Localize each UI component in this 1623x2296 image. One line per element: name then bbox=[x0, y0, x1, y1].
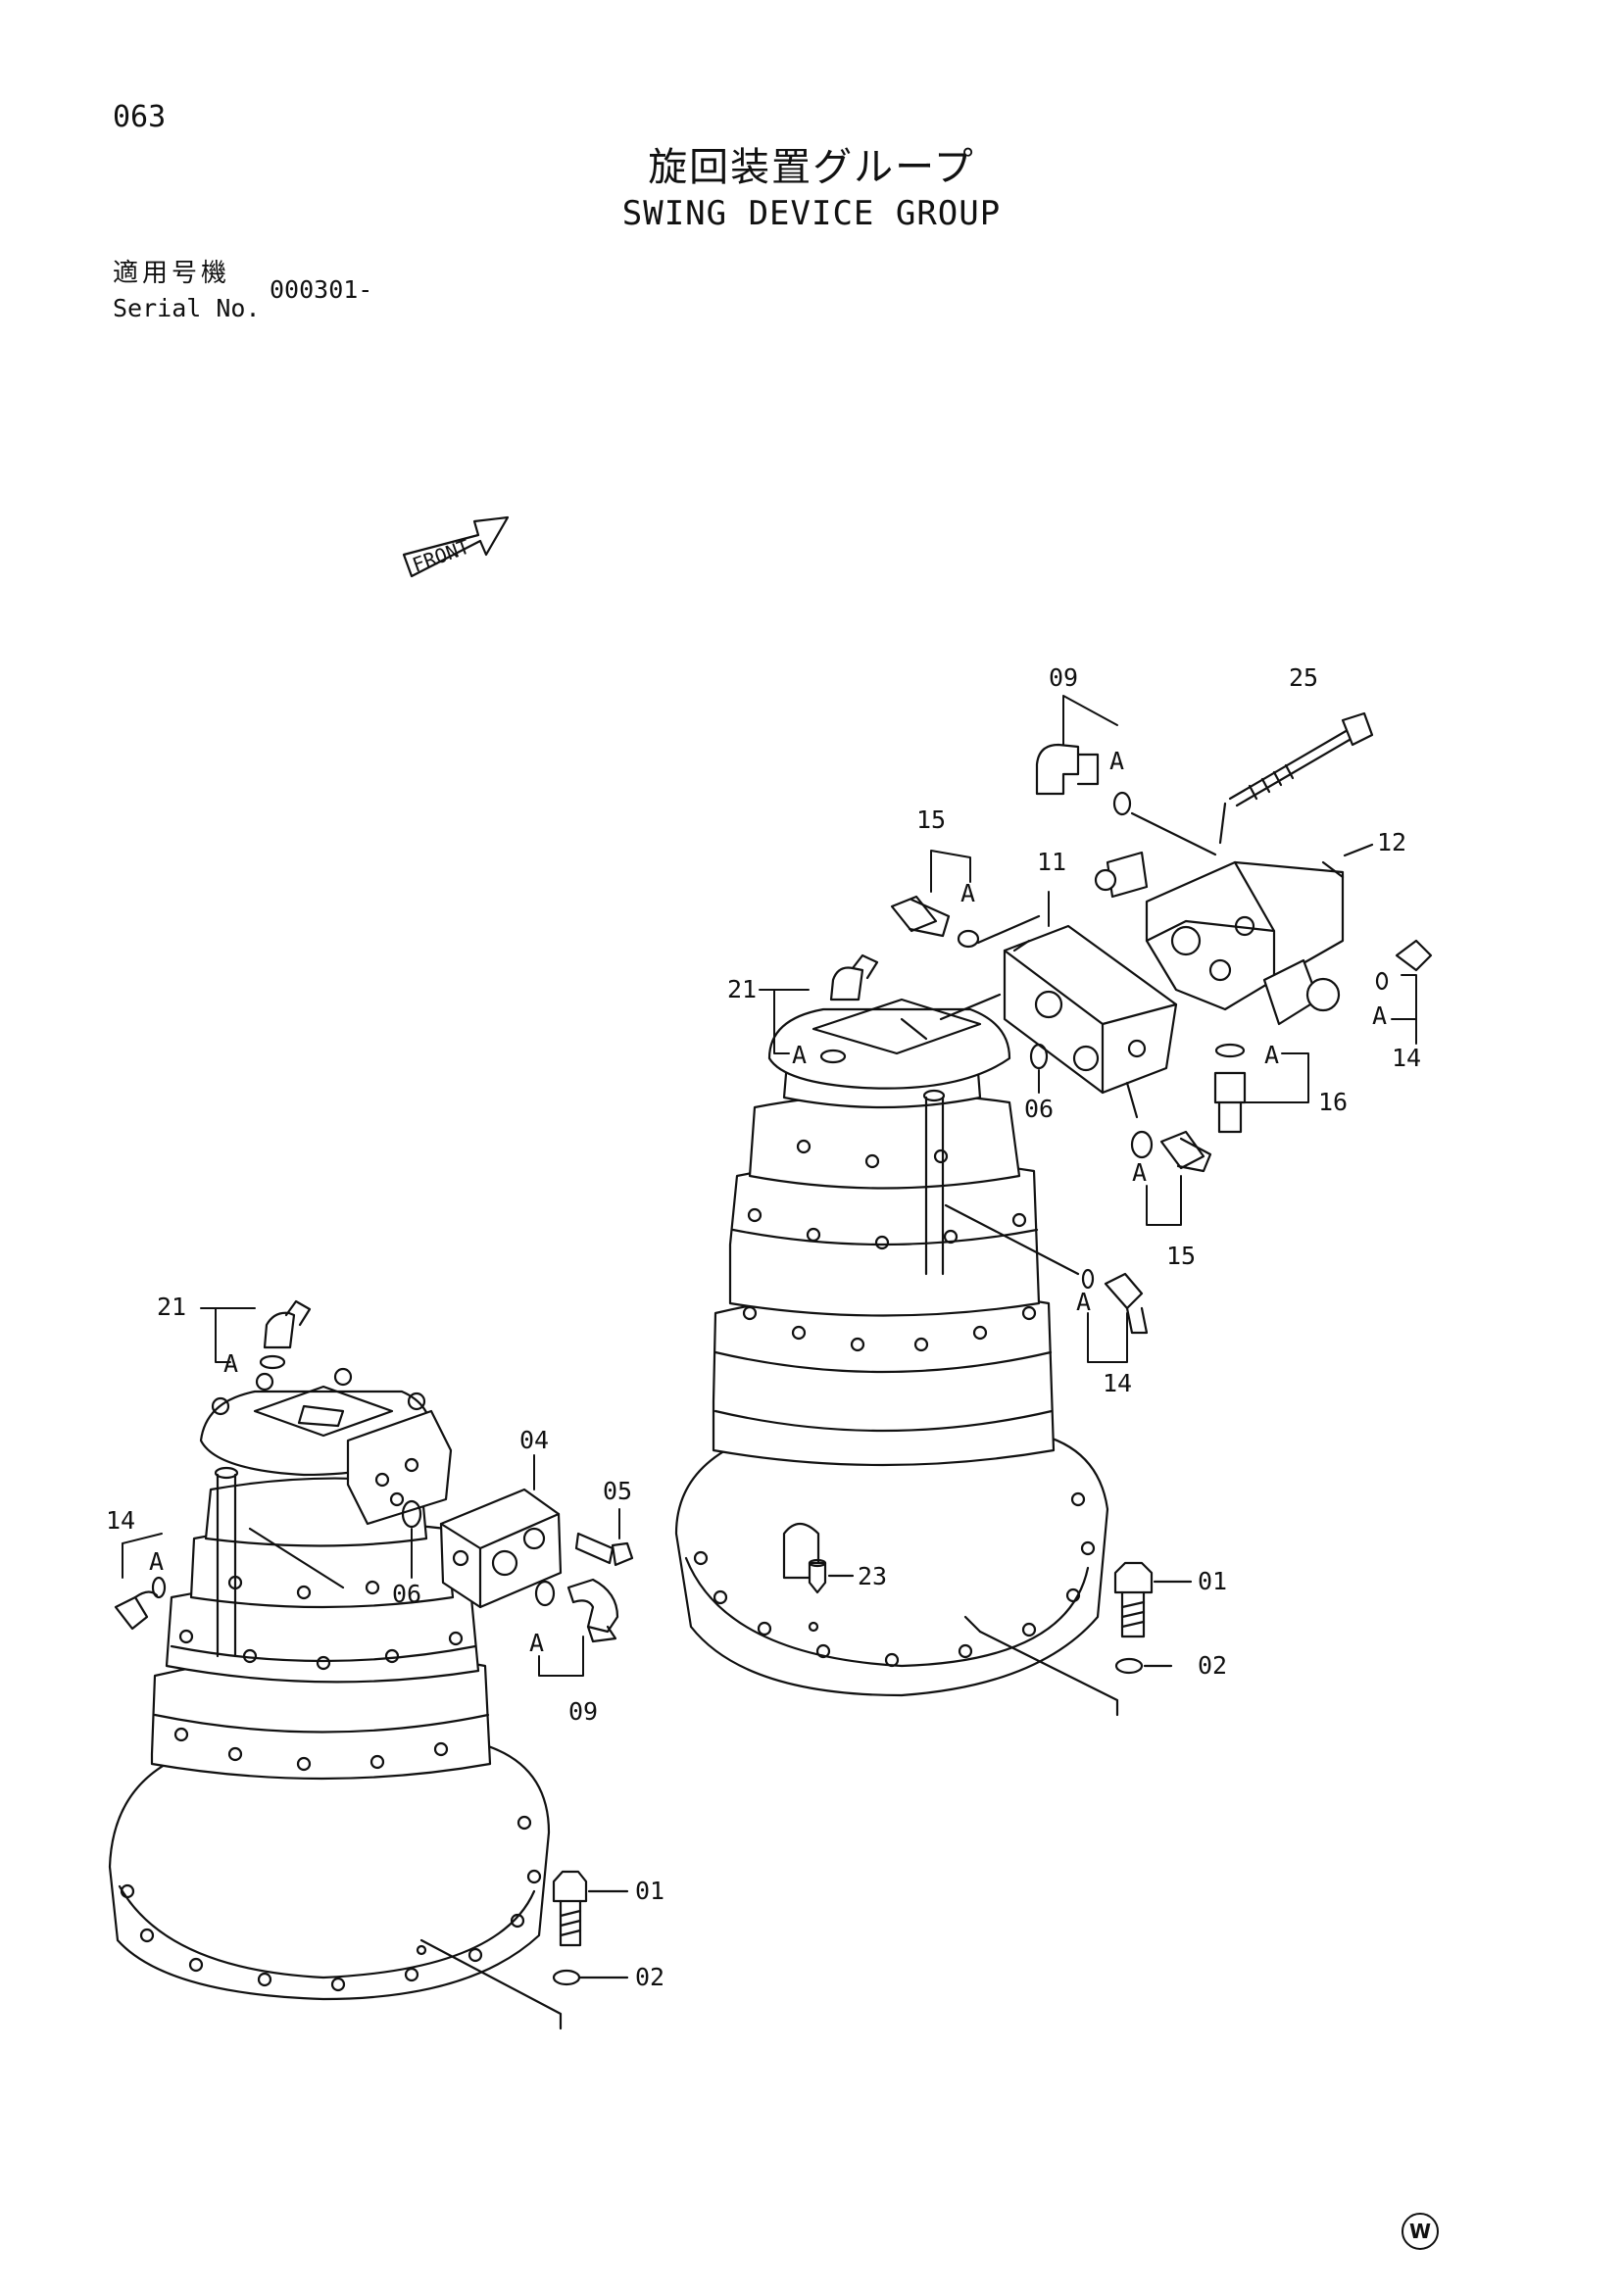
swing-device-left-assembly bbox=[108, 1367, 551, 2001]
part-21-elbow-left bbox=[259, 1299, 312, 1370]
callout-25: 25 bbox=[1289, 663, 1318, 692]
part-11-manifold bbox=[1003, 924, 1178, 1095]
callout-a-14-mid: A bbox=[1076, 1288, 1091, 1316]
page-number: 063 bbox=[113, 100, 167, 134]
callout-21-right: 21 bbox=[727, 975, 757, 1003]
callout-leaders bbox=[122, 695, 1417, 1677]
part-05-bolt bbox=[574, 1532, 634, 1567]
part-06-oring-left bbox=[401, 1499, 422, 1529]
part-14-elbow-left bbox=[114, 1576, 167, 1631]
callout-06-left: 06 bbox=[392, 1580, 421, 1608]
callout-01-left: 01 bbox=[635, 1877, 664, 1905]
part-09-elbow-top bbox=[1035, 743, 1217, 856]
callout-01-right: 01 bbox=[1198, 1567, 1227, 1595]
page-title-english: SWING DEVICE GROUP bbox=[621, 194, 1002, 233]
part-04-manifold bbox=[439, 1488, 563, 1609]
callout-05: 05 bbox=[603, 1477, 632, 1505]
watermark-logo: W bbox=[1402, 2213, 1439, 2250]
callout-21-left: 21 bbox=[157, 1293, 186, 1321]
callout-23: 23 bbox=[858, 1562, 887, 1590]
callout-12: 12 bbox=[1377, 828, 1406, 856]
callout-15-bottom: 15 bbox=[1166, 1242, 1196, 1270]
part-14-elbow-right bbox=[1375, 939, 1433, 991]
callout-a-14-left: A bbox=[149, 1547, 164, 1576]
callout-04: 04 bbox=[519, 1426, 549, 1454]
callout-a-15-bottom: A bbox=[1132, 1158, 1147, 1187]
part-23-plug bbox=[808, 1558, 855, 1594]
part-01-bolt-right bbox=[1113, 1561, 1193, 1638]
right-housing-bolts bbox=[742, 1139, 1037, 1352]
right-flange-bolt-holes bbox=[693, 1491, 1096, 1668]
front-direction-arrow: FRONT bbox=[402, 515, 510, 578]
left-flange-bolt-holes bbox=[120, 1815, 542, 1992]
callout-02-right: 02 bbox=[1198, 1651, 1227, 1680]
part-01-bolt-left bbox=[552, 1870, 629, 1947]
callout-14-right: 14 bbox=[1392, 1044, 1421, 1072]
part-14-elbow-mid bbox=[944, 1203, 1149, 1335]
callout-a-14-right: A bbox=[1372, 1001, 1387, 1030]
part-09-elbow-left bbox=[534, 1578, 619, 1643]
front-label: FRONT bbox=[410, 535, 473, 577]
part-15-fitting-top bbox=[890, 895, 1041, 949]
part-12-valve-block bbox=[1094, 843, 1374, 1026]
callout-02-left: 02 bbox=[635, 1963, 664, 1991]
callout-a-16: A bbox=[1264, 1041, 1279, 1069]
part-02-washer-left bbox=[552, 1969, 629, 1986]
callout-a-09-left: A bbox=[529, 1629, 544, 1657]
part-06-oring-right bbox=[1029, 1043, 1049, 1070]
callout-labels: 09 25 A 12 15 A 11 21 A 06 A 14 A 16 A 1… bbox=[106, 663, 1421, 1991]
callout-15-top: 15 bbox=[916, 806, 946, 834]
callout-a-21-right: A bbox=[792, 1041, 807, 1069]
callout-09-top: 09 bbox=[1049, 663, 1078, 692]
callout-14-left: 14 bbox=[106, 1506, 135, 1535]
callout-14-mid: 14 bbox=[1103, 1369, 1132, 1397]
part-02-washer-right bbox=[1114, 1657, 1173, 1675]
serial-label-english: Serial No. bbox=[113, 294, 261, 322]
serial-label-japanese: 適用号機 bbox=[113, 259, 231, 288]
page-title-japanese: 旋回装置グループ bbox=[648, 145, 975, 190]
callout-16: 16 bbox=[1318, 1088, 1348, 1116]
part-21-elbow-right bbox=[819, 953, 879, 1064]
swing-device-right-assembly bbox=[674, 998, 1193, 1717]
part-16-fitting bbox=[1213, 1043, 1247, 1134]
left-housing-bolts bbox=[173, 1367, 464, 1772]
callout-a-15-top: A bbox=[960, 879, 975, 907]
serial-number-value: 000301- bbox=[270, 275, 373, 304]
callout-a-21-left: A bbox=[223, 1349, 238, 1378]
part-25-bolt bbox=[1218, 711, 1374, 845]
callout-11: 11 bbox=[1037, 848, 1066, 876]
callout-06-right: 06 bbox=[1024, 1095, 1054, 1123]
callout-a-09-top: A bbox=[1109, 747, 1124, 775]
callout-09-left: 09 bbox=[568, 1697, 598, 1726]
part-15-fitting-bottom bbox=[1130, 1130, 1212, 1173]
